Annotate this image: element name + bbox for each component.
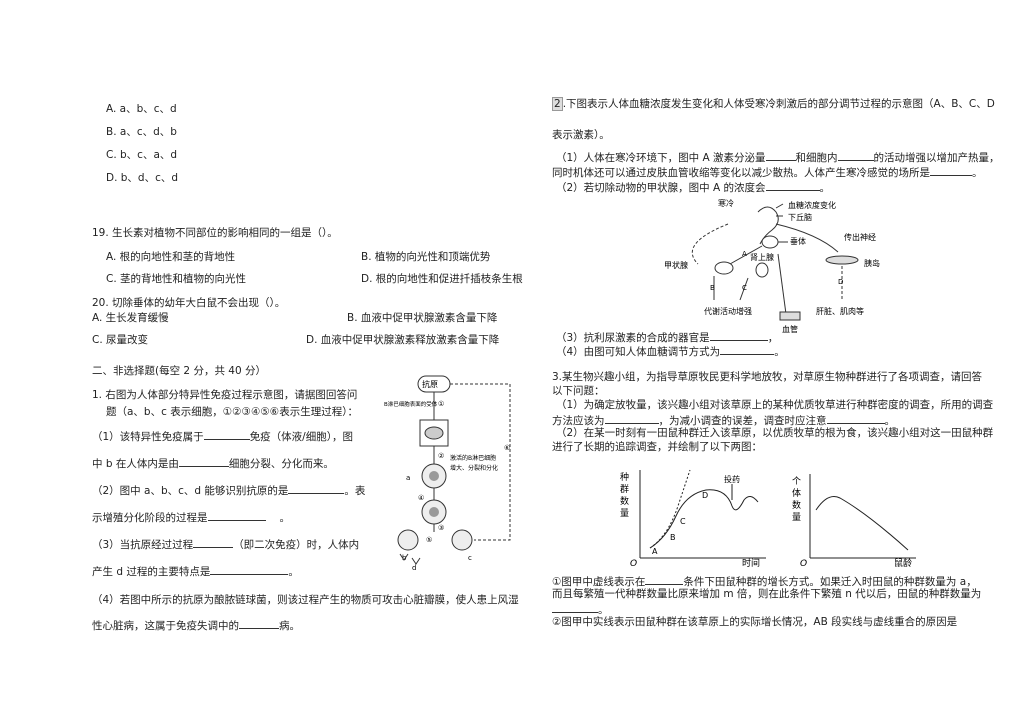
fig2-c: C	[742, 284, 747, 292]
q2-part2: （2）若切除动物的甲状腺，图中 A 的浓度会。	[556, 182, 831, 194]
q18-option-b: B. a、c、d、b	[106, 126, 177, 138]
graph2-ylabel-1: 个	[792, 476, 801, 487]
q19-option-d: D. 根的向地性和促进扦插枝条生根	[361, 273, 523, 285]
fig2-nerve: 传出神经	[844, 232, 876, 242]
q3-line1: 3.某生物兴趣小组，为指导草原牧民更科学地放牧，对草原生物种群进行了各项调查，请…	[552, 371, 983, 383]
q2-part3: （3）抗利尿激素的合成的器官是，	[556, 332, 779, 344]
q2-part1-line1: （1）人体在寒冷环境下，图中 A 激素分泌量和细胞内的活动增强以增加产热量，	[556, 152, 1000, 164]
q1-part3-line2: 产生 d 过程的主要特点是。	[92, 566, 299, 578]
regulation-diagram: 寒冷 血糖浓度变化 下丘脑 垂体 传出神经 胰岛 A 甲状腺 肾上腺 B C 代…	[664, 198, 880, 334]
graph1-d: D	[702, 491, 708, 500]
q18-option-c: C. b、c、a、d	[106, 149, 178, 161]
fig-step3: ③	[438, 524, 444, 532]
q19-option-b: B. 植物的向光性和顶端优势	[361, 251, 491, 263]
fig-antigen-label: 抗原	[422, 379, 438, 389]
fig2-glucose: 血糖浓度变化	[788, 200, 836, 210]
fig-step1: ①	[438, 400, 444, 408]
fig2-adrenal: 肾上腺	[750, 252, 774, 262]
graph1-drug: 投药	[724, 474, 740, 484]
graph1-c: C	[680, 517, 686, 526]
q3-c2-line1: ②图甲中实线表示田鼠种群在该草原上的实际增长情况，AB 段实线与虚线重合的原因是	[552, 616, 958, 628]
fig2-vessel: 血管	[782, 324, 798, 334]
q2-part1-line2: 同时机体还可以通过皮肤血管收缩等变化以减少散热。人体产生寒冷感觉的场所是。	[552, 167, 983, 179]
fig2-b: B	[710, 284, 715, 292]
graph1-a: A	[652, 547, 658, 556]
fig2-metabolism: 代谢活动增强	[704, 306, 752, 316]
q20-option-d: D. 血液中促甲状腺激素释放激素含量下降	[306, 334, 500, 346]
fig-step6: ⑥	[504, 444, 510, 452]
age-structure-graph: 个 体 数 量 O 鼠龄	[792, 474, 916, 568]
fig-step5: ⑤	[426, 536, 432, 544]
fig2-hypothalamus: 下丘脑	[788, 212, 812, 222]
q19-option-a: A. 根的向地性和茎的背地性	[106, 251, 236, 263]
q3-c1-line1: ①图甲中虚线表示在条件下田鼠种群的增长方式。如果迁入时田鼠的种群数量为 a，	[552, 576, 977, 588]
graph2-xlabel: 鼠龄	[894, 557, 912, 568]
fig-step4: ④	[418, 494, 424, 502]
fig-c-label: c	[468, 554, 472, 562]
q20-option-a: A. 生长发育缓慢	[92, 312, 169, 324]
q1-part4-line2: 性心脏病，这属于免疫失调中的病。	[92, 620, 300, 632]
q3-c1-line2: 而且每繁殖一代种群数量比原来增加 m 倍，则在此条件下繁殖 n 代以后，田鼠的种…	[552, 588, 982, 600]
fig-b-label: b	[402, 554, 407, 562]
population-growth-graph: 种 群 数 量 O 时间 A B C D 投药	[620, 469, 766, 568]
q3-part2-line2: 进行了长期的追踪调查，并绘制了以下两图：	[552, 441, 762, 453]
q2-part4: （4）由图可知人体血糖调节方式为。	[556, 346, 785, 358]
fig-d-label: d	[412, 564, 416, 572]
fig-bcell-label: B淋巴细胞表面的受体	[384, 400, 438, 408]
fig-step2: ②	[438, 452, 444, 460]
fig2-thyroid: 甲状腺	[664, 260, 688, 270]
graph1-b: B	[670, 533, 676, 542]
q1-intro-line2: 题（a、b、c 表示细胞，①②③④⑤⑥表示生理过程）：	[106, 406, 358, 418]
fig2-pituitary: 垂体	[790, 236, 806, 246]
q1-part1-line2: 中 b 在人体内是由细胞分裂、分化而来。	[92, 458, 334, 470]
graph1-xlabel: 时间	[742, 557, 760, 568]
q20-stem: 20. 切除垂体的幼年大白鼠不会出现（）。	[92, 297, 286, 309]
q1-part2-line1: （2）图中 a、b、c、d 能够识别抗原的是。表	[92, 485, 366, 497]
graph2-ylabel-4: 量	[792, 512, 801, 523]
graph1-origin: O	[630, 559, 637, 568]
q3-part1-line2: 方法应该为，为减小调查的误差，调查时应注意。	[552, 415, 895, 427]
q3-part2-line1: （2）在某一时刻有一田鼠种群迁入该草原，以优质牧草的根为食，该兴趣小组对这一田鼠…	[556, 427, 994, 439]
q18-option-a: A. a、b、c、d	[106, 103, 177, 115]
fig-activated-2: 增大、分裂和分化	[450, 464, 498, 472]
graph2-ylabel-3: 数	[792, 499, 801, 511]
fig-a-label: a	[406, 474, 410, 482]
q18-option-d: D. b、d、c、d	[106, 172, 179, 184]
q1-part1-line1: （1）该特异性免疫属于免疫（体液/细胞），图	[92, 431, 353, 443]
q2-line2: 表示激素）。	[552, 129, 610, 141]
fig2-islet: 胰岛	[864, 258, 880, 268]
q1-part4-line1: （4）若图中所示的抗原为酿脓链球菌，则该过程产生的物质可攻击心脏瓣膜，使人患上风…	[92, 594, 519, 606]
immune-process-figure: 抗原 ① B淋巴细胞表面的受体 ② 激活的B淋巴细胞 增大、分裂和分化 a ③ …	[384, 375, 511, 572]
q19-option-c: C. 茎的背地性和植物的向光性	[106, 273, 247, 285]
q2-line1: 2.下图表示人体血糖浓度发生变化和人体受寒冷刺激后的部分调节过程的示意图（A、B…	[552, 97, 995, 111]
q20-option-b: B. 血液中促甲状腺激素含量下降	[347, 312, 498, 324]
fig-activated-1: 激活的B淋巴细胞	[450, 454, 496, 462]
graph1-ylabel-2: 群	[620, 483, 629, 495]
graph1-ylabel-3: 数	[620, 495, 629, 507]
fig2-cold: 寒冷	[718, 198, 734, 208]
q20-option-c: C. 尿量改变	[92, 334, 149, 346]
q1-part2-line2: 示增殖分化阶段的过程是。	[92, 512, 290, 524]
q3-line2: 以下问题：	[552, 385, 605, 397]
graph1-ylabel-1: 种	[620, 471, 629, 483]
fig2-liver: 肝脏、肌肉等	[816, 306, 864, 316]
section2-heading: 二、非选择题(每空 2 分，共 40 分）	[92, 365, 266, 377]
q3-part1-line1: （1）为确定放牧量，该兴趣小组对该草原上的某种优质牧草进行种群密度的调查，所用的…	[556, 399, 994, 411]
fig2-d: D	[838, 278, 843, 286]
q1-part3-line1: （3）当抗原经过过程（即二次免疫）时，人体内	[92, 539, 360, 551]
q3-c1-line3: 。	[552, 602, 609, 617]
fig2-a: A	[742, 250, 747, 258]
q1-intro-line1: 1. 右图为人体部分特异性免疫过程示意图，请据图回答问	[92, 389, 358, 401]
graph1-ylabel-4: 量	[620, 508, 629, 519]
graph2-origin: O	[800, 559, 807, 568]
q19-stem: 19. 生长素对植物不同部位的影响相同的一组是（）。	[92, 227, 338, 239]
graph2-ylabel-2: 体	[792, 487, 801, 499]
